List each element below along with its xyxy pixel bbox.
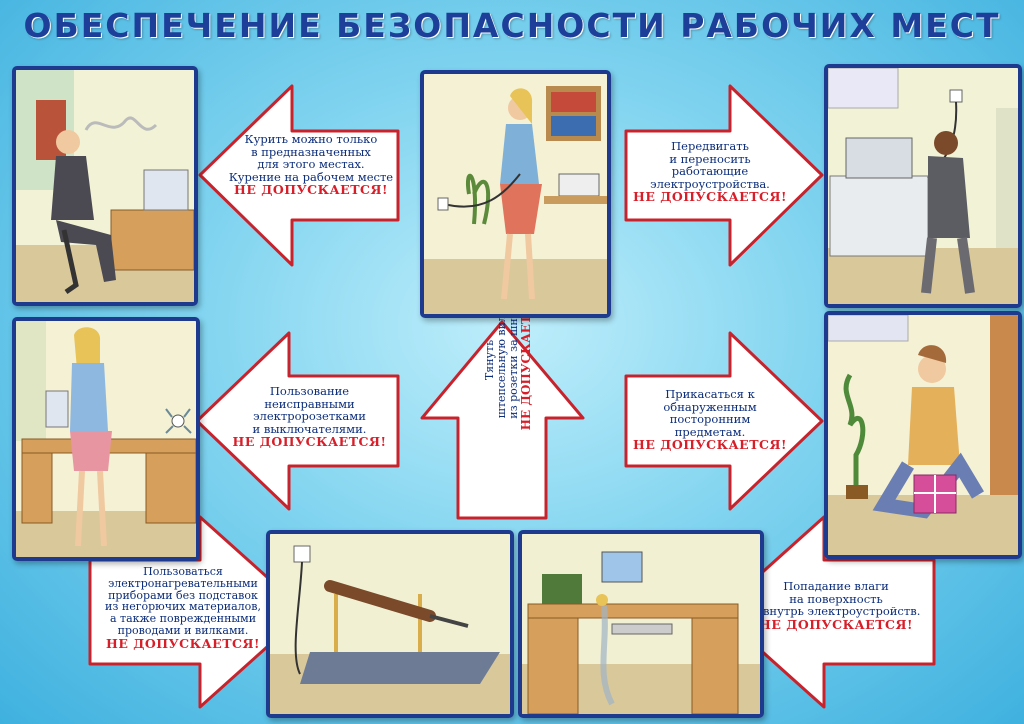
warning-label: НЕ ДОПУСКАЕТСЯ!	[106, 635, 260, 651]
illustration-faulty-sockets	[12, 317, 200, 561]
warning-label: НЕ ДОПУСКАЕТСЯ!	[234, 182, 388, 197]
warning-label: НЕ ДОПУСКАЕТСЯ!	[633, 189, 787, 204]
arrow-pulling	[420, 320, 585, 520]
page-title: ОБЕСПЕЧЕНИЕ БЕЗОПАСНОСТИ РАБОЧИХ МЕСТ	[23, 6, 1001, 45]
warning-label: НЕ ДОПУСКАЕТСЯ!	[633, 437, 787, 452]
warning-label: НЕ ДОПУСКАЕТСЯ!	[232, 434, 387, 449]
illustration-moisture	[518, 530, 764, 718]
illustration-heater-device	[266, 530, 514, 718]
illustration-smoking	[12, 66, 198, 306]
warning-label: НЕ ДОПУСКАЕТСЯ!	[759, 616, 913, 632]
illustration-touching-objects	[824, 311, 1022, 559]
illustration-pulling-plug	[420, 70, 611, 318]
illustration-moving-device	[824, 64, 1022, 308]
